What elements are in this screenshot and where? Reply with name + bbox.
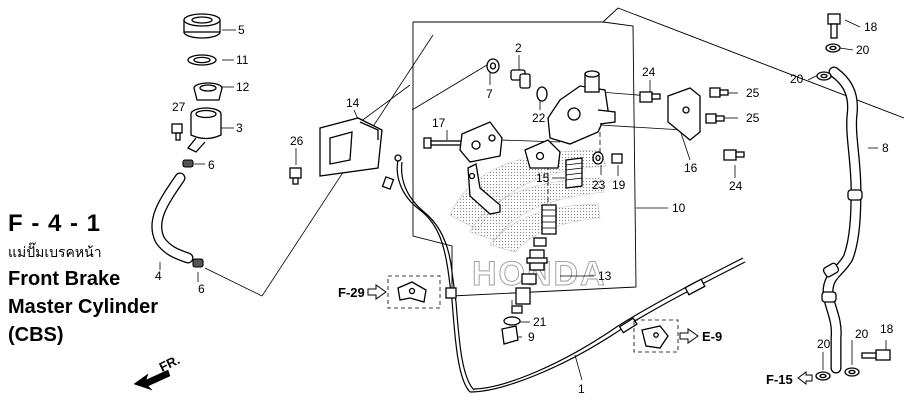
figure-title-line3: (CBS) (8, 324, 64, 346)
f29-detail-box (387, 275, 441, 309)
bolt-25-upper (709, 87, 729, 98)
circlip-21 (503, 316, 521, 326)
callout-1: 1 (578, 382, 585, 396)
washer-23 (592, 151, 604, 165)
equalizer-bracket (459, 121, 561, 169)
assembly-frame (412, 7, 904, 297)
reservoir-body (186, 107, 222, 153)
master-cylinder-cover (319, 117, 383, 177)
hose-clip-upper (182, 159, 194, 168)
callout-6-lower: 6 (198, 282, 205, 296)
reservoir-cap (183, 13, 221, 39)
sealing-washer-20-upper (825, 43, 841, 53)
bolt-24-lower (723, 149, 745, 161)
callout-24-lower: 24 (729, 179, 743, 193)
callout-13: 13 (598, 269, 612, 283)
banjo-bolt-18-upper (827, 13, 841, 39)
diaphragm-plate (187, 54, 217, 66)
f15-arrow-icon (797, 371, 813, 385)
callout-21: 21 (533, 315, 547, 329)
crossref-e9[interactable]: E-9 (702, 329, 722, 344)
holder-bracket (667, 87, 701, 141)
reservoir-hose (151, 172, 194, 264)
crossref-f15[interactable]: F-15 (766, 372, 793, 387)
callout-26: 26 (290, 134, 304, 148)
figure-title-line1: Front Brake (8, 268, 121, 290)
e9-arrow-icon (679, 328, 699, 344)
callout-16: 16 (684, 161, 698, 175)
piston-spring (565, 157, 583, 189)
callout-5: 5 (238, 23, 245, 37)
figure-thai-title: แม่ปั๊มเบรคหน้า (8, 244, 102, 260)
figure-title-block: F - 4 - 1 แม่ปั๊มเบรคหน้า Front Brake Ma… (8, 210, 208, 348)
callout-22: 22 (532, 111, 546, 125)
e9-detail-box (633, 319, 679, 353)
diaphragm (193, 82, 223, 101)
o-ring (536, 86, 548, 102)
direction-label: FR. (157, 352, 182, 375)
bolt-24-upper (639, 91, 661, 103)
callout-7: 7 (486, 87, 493, 101)
figure-code: F - 4 - 1 (8, 210, 102, 237)
callout-2: 2 (515, 41, 522, 55)
sealing-washer-20-lower-a (844, 367, 860, 377)
callout-17: 17 (432, 116, 446, 130)
piston-kit (511, 204, 557, 314)
callout-10: 10 (672, 201, 686, 215)
callout-11: 11 (236, 53, 249, 67)
bolt-25-lower (705, 113, 725, 124)
callout-25-lower: 25 (746, 111, 760, 125)
callout-6-upper: 6 (208, 158, 215, 172)
callout-20-lower-b: 20 (817, 337, 831, 351)
switch-washer (486, 58, 500, 74)
callout-19: 19 (612, 178, 626, 192)
crossref-f29[interactable]: F-29 (338, 285, 365, 300)
callout-24-upper: 24 (642, 65, 656, 79)
callout-27: 27 (172, 100, 186, 114)
callout-3: 3 (236, 121, 243, 135)
front-direction-arrow-icon: FR. (133, 352, 182, 391)
callout-14: 14 (346, 96, 360, 110)
reservoir-bolt (171, 123, 183, 141)
brake-hose-8 (821, 66, 863, 374)
nut-19 (611, 153, 623, 164)
boot-9 (501, 325, 519, 345)
callout-4: 4 (155, 269, 162, 283)
brake-switch (510, 69, 531, 89)
sealing-washer-20-mid (816, 71, 832, 81)
part-callouts: 5 11 12 27 3 6 4 6 14 26 17 2 7 22 24 25… (155, 20, 894, 396)
callout-18-upper: 18 (864, 20, 878, 34)
master-cylinder-body (547, 70, 616, 145)
callout-20-mid: 20 (790, 72, 804, 86)
sealing-washer-20-lower-b (815, 371, 831, 381)
callout-20-upper: 20 (856, 43, 870, 57)
callout-8: 8 (882, 141, 889, 155)
figure-title-line2: Master Cylinder (8, 296, 159, 318)
cover-screw (289, 167, 302, 185)
callout-20-lower-a: 20 (855, 327, 869, 341)
callout-25-upper: 25 (746, 86, 760, 100)
cbs-cable (381, 154, 746, 393)
callout-12: 12 (236, 80, 250, 94)
link-arm (467, 163, 501, 215)
callout-9: 9 (528, 330, 535, 344)
banjo-bolt-18-lower (861, 349, 891, 361)
f29-arrow-icon (367, 284, 387, 300)
callout-23: 23 (592, 178, 606, 192)
callout-18-lower: 18 (880, 322, 894, 336)
hose-clip-lower (192, 258, 204, 268)
callout-15: 15 (536, 171, 550, 185)
